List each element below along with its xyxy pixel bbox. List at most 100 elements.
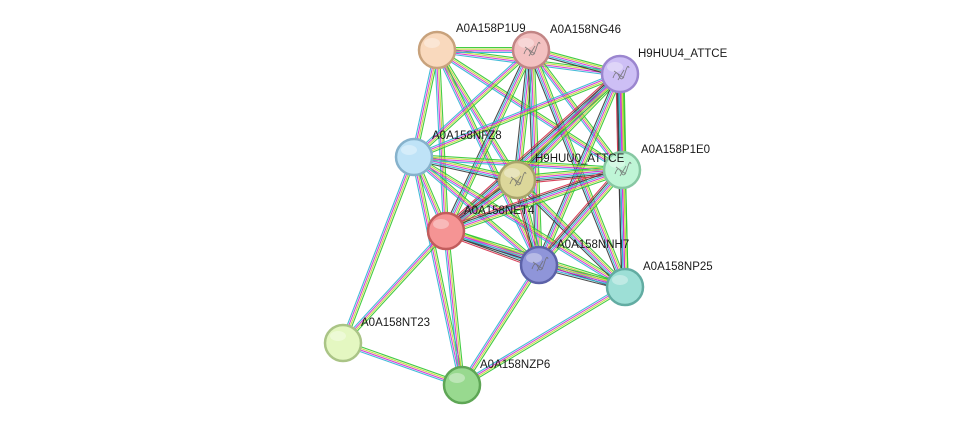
node-H9HUU4_ATTCE[interactable] [600,54,640,94]
edge-A0A158NFZ8-A0A158NT23[interactable] [340,155,417,345]
edge-evidence-magenta [413,72,620,157]
edge-evidence-cyan [340,229,445,342]
node-label-H9HUU4_ATTCE: H9HUU4_ATTCE [638,48,728,60]
node-circle[interactable] [426,211,466,251]
node-circle[interactable] [600,54,640,94]
edge-evidence-yellow [437,49,519,180]
node-label-A0A158P1U9: A0A158P1U9 [456,23,526,35]
edge-evidence-yellow [343,341,463,385]
edge-evidence-black [442,48,529,230]
edge-evidence-cyan [445,168,622,231]
edge-evidence-green [343,340,463,384]
edge-evidence-red [535,167,620,263]
protein-structure-icon [612,65,630,81]
edge-evidence-cyan [411,157,461,386]
edge-evidence-yellow [414,156,464,385]
node-highlight [330,331,346,341]
node-A0A158NFZ8[interactable] [394,137,434,177]
edge-evidence-black [527,50,537,266]
node-circle[interactable] [394,137,434,177]
edge-evidence-cyan [443,231,461,386]
edge-evidence-magenta [444,231,462,386]
node-highlight [433,219,449,229]
node-label-A0A158NT23: A0A158NT23 [361,317,430,329]
node-circle[interactable] [511,30,551,70]
node-circle[interactable] [602,150,642,190]
node-A0A158NNH7[interactable] [519,245,559,285]
edge-A0A158NNH7-A0A158NZP6[interactable] [459,263,542,387]
edge-evidence-cyan [434,50,445,232]
edge-evidence-yellow [446,171,623,234]
node-A0A158NZP6[interactable] [442,365,482,405]
node-A0A158NT23[interactable] [323,323,363,363]
edge-A0A158NET4-A0A158NT23[interactable] [340,229,449,345]
edge-evidence-yellow [414,74,621,159]
edge-evidence-cyan [412,158,625,290]
edge-evidence-yellow [462,265,541,386]
node-A0A158P1U9[interactable] [417,30,457,70]
edge-A0A158NG46-A0A158NFZ8[interactable] [412,47,533,160]
edge-evidence-magenta [413,157,539,267]
edge-evidence-green [462,288,627,388]
edge-evidence-magenta [435,50,446,232]
node-label-A0A158NZP6: A0A158NZP6 [480,359,550,371]
edge-evidence-yellow [540,171,625,267]
edge-evidence-cyan [434,50,538,267]
edge-evidence-green [414,75,622,160]
protein-structure-icon [509,171,527,187]
node-circle[interactable] [323,323,363,363]
edge-A0A158NFZ8-A0A158NP25[interactable] [412,154,627,290]
node-circle[interactable] [519,245,559,285]
edge-evidence-cyan [515,180,625,289]
edge-evidence-yellow [414,50,532,158]
edge-evidence-red [444,165,621,228]
node-A0A158NP25[interactable] [605,267,645,307]
edge-A0A158NT23-A0A158NZP6[interactable] [342,340,463,388]
edge-evidence-magenta [412,157,462,386]
edge-A0A158NFZ8-A0A158NZP6[interactable] [411,156,465,386]
node-highlight [518,38,534,48]
node-A0A158NG46[interactable] [511,30,551,70]
edge-A0A158NP25-A0A158NZP6[interactable] [460,284,627,388]
edge-A0A158P1E0-A0A158NET4[interactable] [444,165,624,236]
node-label-H9HUU0_ATTCE: H9HUU0_ATTCE [535,153,625,165]
node-circle[interactable] [605,267,645,307]
edge-evidence-magenta [342,343,462,387]
node-H9HUU0_ATTCE[interactable] [497,160,537,200]
edge-evidence-yellow [343,231,447,344]
edge-evidence-magenta [461,285,625,385]
protein-structure-icon [531,256,549,272]
edge-evidence-yellow [532,49,542,265]
edge-evidence-magenta [539,170,624,266]
edge-evidence-cyan [342,344,462,388]
node-A0A158NET4[interactable] [426,211,466,251]
edge-evidence-yellow [623,169,628,287]
node-circle[interactable] [417,30,457,70]
edge-evidence-green [447,173,624,236]
node-circle[interactable] [442,365,482,405]
edge-A0A158P1E0-A0A158NNH7[interactable] [535,167,626,268]
node-highlight [401,145,417,155]
node-label-A0A158NP25: A0A158NP25 [643,261,713,273]
node-highlight [607,62,623,72]
node-circle[interactable] [497,160,537,200]
nodes-layer [323,30,645,405]
edge-evidence-green [415,156,465,385]
edge-evidence-yellow [462,287,626,387]
edge-evidence-cyan [460,284,625,384]
edge-evidence-magenta [413,157,625,289]
node-A0A158P1E0[interactable] [602,150,642,190]
edge-A0A158P1E0-A0A158NP25[interactable] [618,169,629,288]
edge-evidence-cyan [537,169,622,265]
edge-A0A158NET4-A0A158NZP6[interactable] [443,230,465,386]
edge-evidence-yellow [343,157,416,344]
edge-A0A158P1U9-A0A158NET4[interactable] [434,49,449,232]
node-label-A0A158NG46: A0A158NG46 [550,24,621,36]
node-label-A0A158NFZ8: A0A158NFZ8 [432,130,502,142]
node-label-A0A158NET4: A0A158NET4 [464,205,535,217]
edge-evidence-green [414,154,627,286]
edge-H9HUU4_ATTCE-A0A158NFZ8[interactable] [412,71,622,160]
